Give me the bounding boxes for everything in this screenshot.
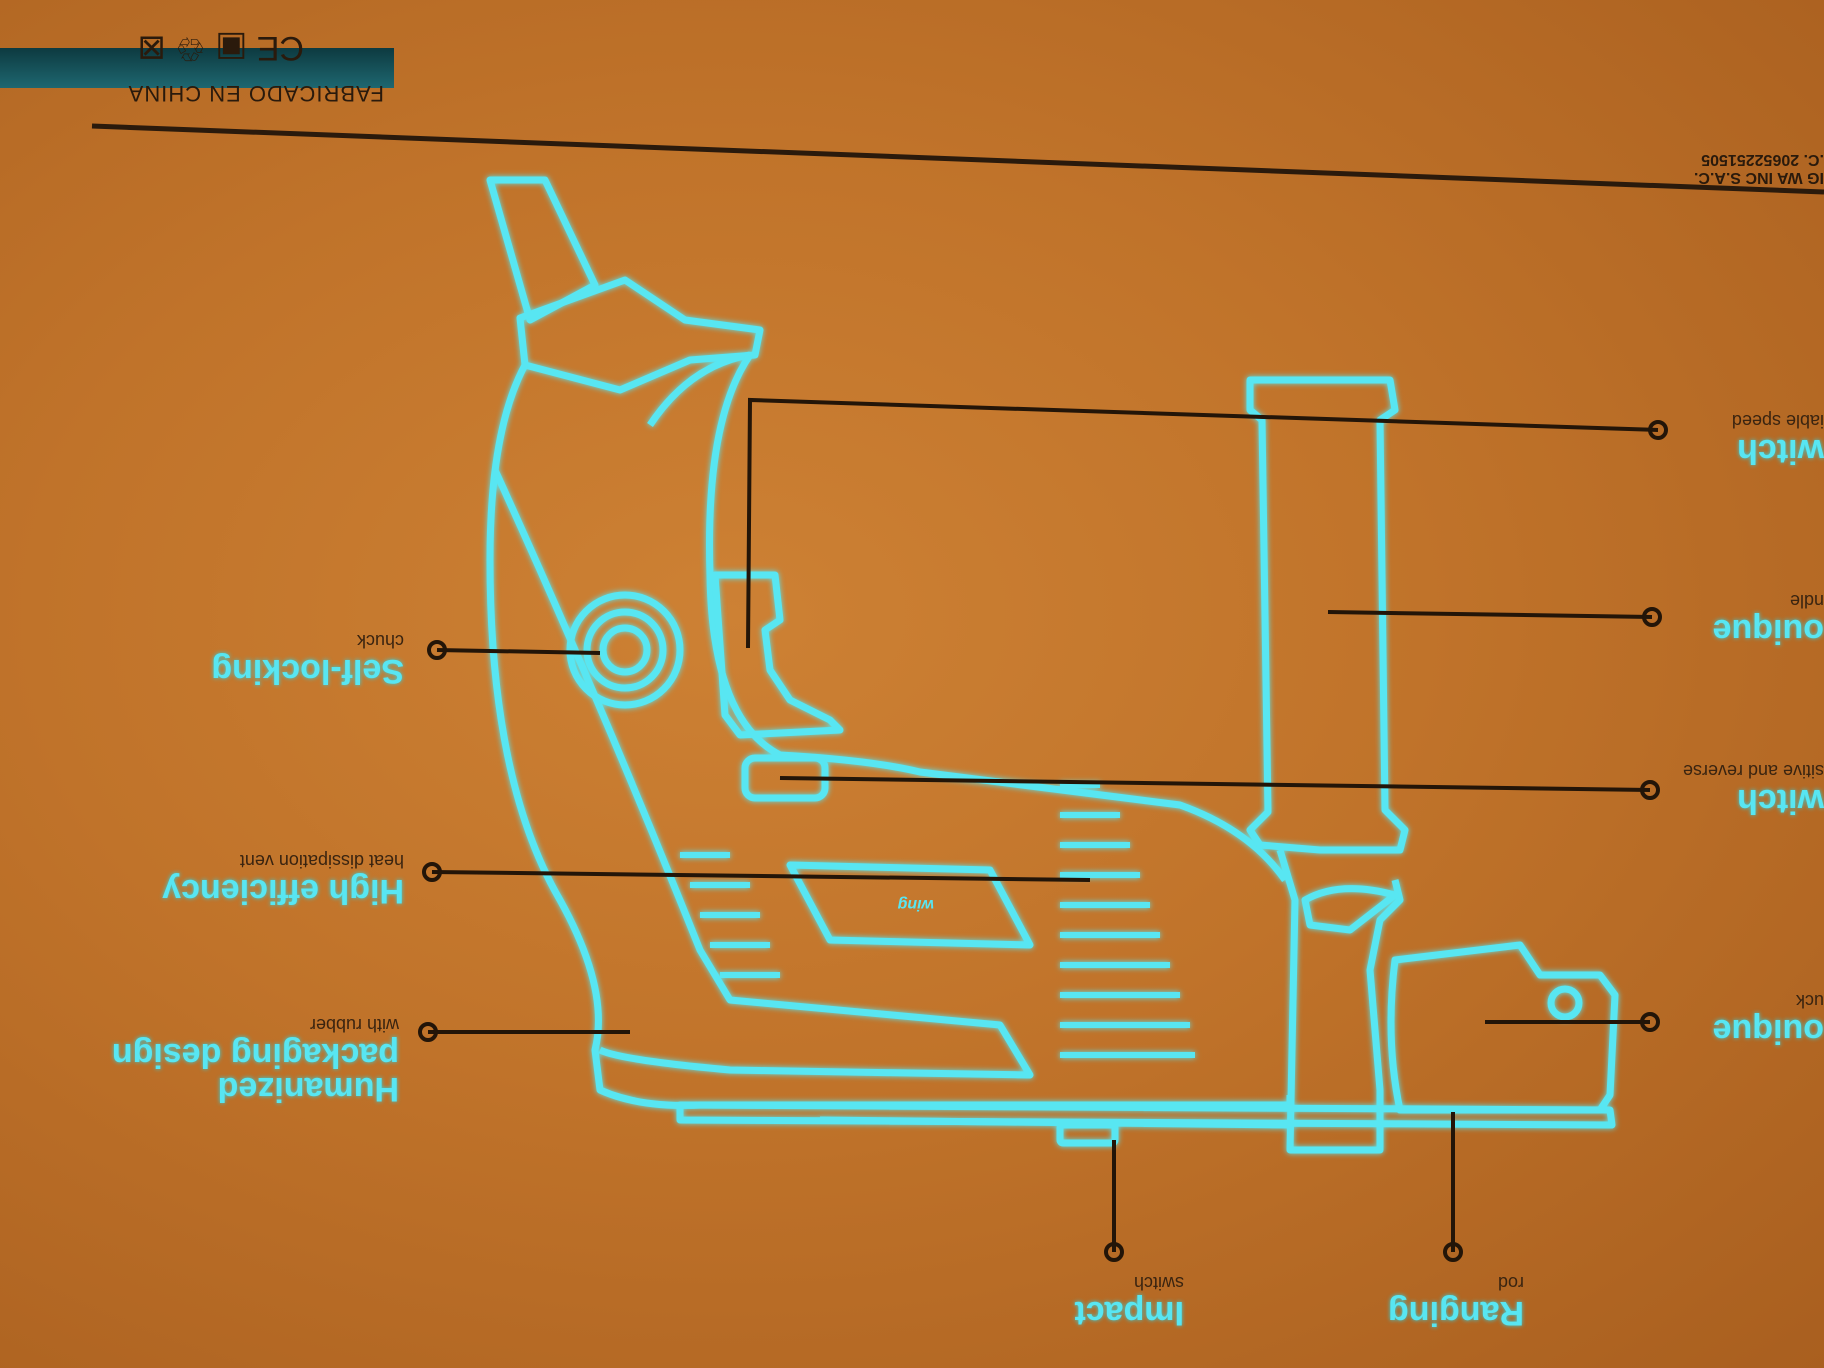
callout-humanized: Humanized packaging design with rubber — [111, 1015, 399, 1108]
company-info: IG WA INC S.A.C. .C. 20652251505 — [1694, 149, 1824, 186]
callout-impact: Impact switch — [1074, 1273, 1184, 1332]
company-line-2: .C. 20652251505 — [1701, 150, 1824, 168]
callout-switch-speed: witch iable speed — [1731, 411, 1824, 470]
callout-title-line-1: Humanized — [217, 1070, 399, 1108]
callout-title: witch — [1737, 782, 1824, 820]
callout-sub: rod — [1497, 1273, 1524, 1293]
callout-ranging: Ranging rod — [1388, 1273, 1524, 1332]
callout-title-line-2: packaging design — [111, 1036, 399, 1074]
made-in-label: FABRICADO EN CHINA — [127, 81, 384, 106]
callout-leaders — [418, 397, 1668, 1262]
callout-sub: iable speed — [1731, 411, 1824, 431]
separator-line — [91, 123, 1824, 195]
callout-sub: with rubber — [309, 1015, 399, 1035]
callout-sub: switch — [1133, 1273, 1184, 1293]
callout-title: High efficiency — [162, 872, 404, 910]
callout-title: witch — [1737, 432, 1824, 470]
callout-title: ouique — [1712, 612, 1824, 650]
callout-torque-handle: ouique ndle — [1712, 591, 1824, 650]
callout-title: ouique — [1712, 1012, 1824, 1050]
callout-sub: uck — [1795, 991, 1824, 1011]
callout-title: Self-locking — [211, 652, 404, 690]
callout-switch-reverse: witch sitive and reverse — [1682, 761, 1824, 820]
callout-sub: heat dissipation vent — [239, 851, 404, 871]
callout-self-locking: Self-locking chuck — [211, 631, 404, 690]
callout-sub: sitive and reverse — [1682, 761, 1824, 781]
callout-title: Ranging — [1388, 1294, 1524, 1332]
company-line-1: IG WA INC S.A.C. — [1693, 169, 1824, 186]
callout-torque-chuck: ouique uck — [1712, 991, 1824, 1050]
callout-high-efficiency: High efficiency heat dissipation vent — [162, 851, 404, 910]
certification-icons: CE ▣ ♲ ⊠ — [137, 29, 304, 67]
callout-sub: ndle — [1789, 591, 1824, 611]
callout-sub: chuck — [356, 631, 404, 651]
callout-title: Impact — [1074, 1294, 1184, 1332]
brand-logo: wing — [897, 896, 934, 913]
